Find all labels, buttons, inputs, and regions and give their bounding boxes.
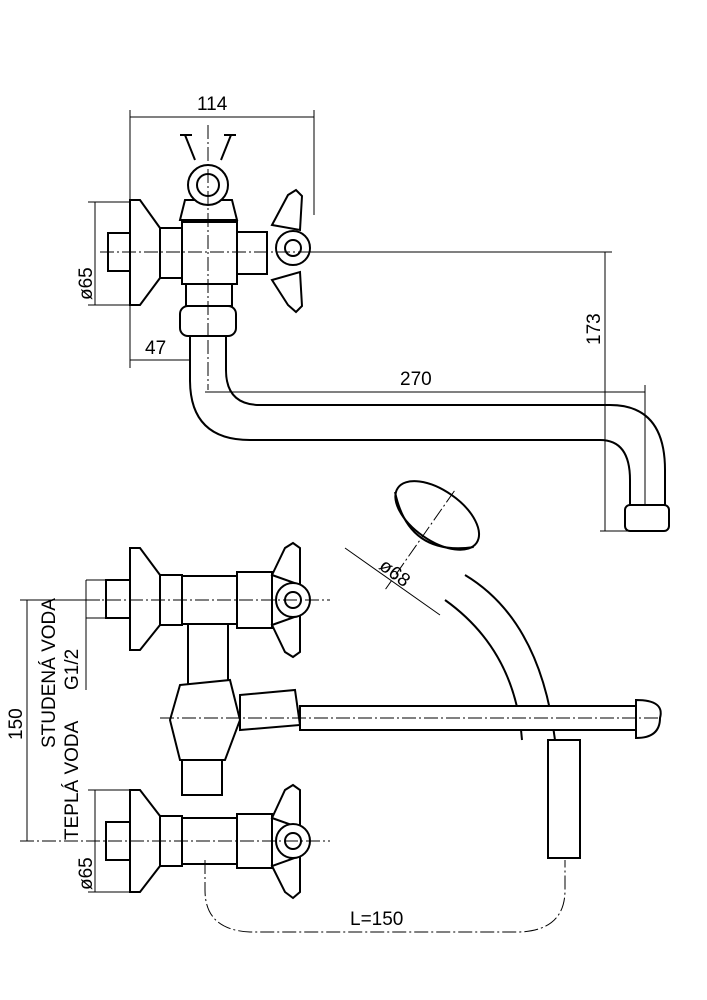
hot-flange-diameter-label: ø65 (76, 857, 97, 890)
spout-aerator (624, 504, 670, 532)
cold-water-flange (129, 547, 161, 651)
hose-length-label: L=150 (350, 909, 403, 930)
bottom-view: ø68 L=150 (6, 480, 662, 933)
spout-length-label: 270 (400, 369, 432, 390)
flange-diameter-label: ø65 (76, 267, 97, 300)
valve-body (181, 221, 238, 285)
offset-label: 47 (145, 338, 166, 359)
spout-pipe (189, 336, 631, 505)
shower-diameter-label: ø68 (375, 555, 414, 591)
shower-hose-end (547, 739, 581, 859)
height-label: 173 (584, 313, 605, 345)
hot-water-label: TEPLÁ VODA (62, 720, 83, 840)
diverter-body (168, 678, 242, 761)
thread-label: G1/2 (62, 649, 83, 690)
shower-hose (204, 860, 566, 933)
top-view: 114 ø65 47 (76, 94, 670, 532)
dim-width-label: 114 (197, 94, 228, 115)
shower-head (385, 480, 481, 590)
spacing-label: 150 (6, 708, 27, 740)
cold-water-label: STUDENÁ VODA (39, 598, 60, 748)
